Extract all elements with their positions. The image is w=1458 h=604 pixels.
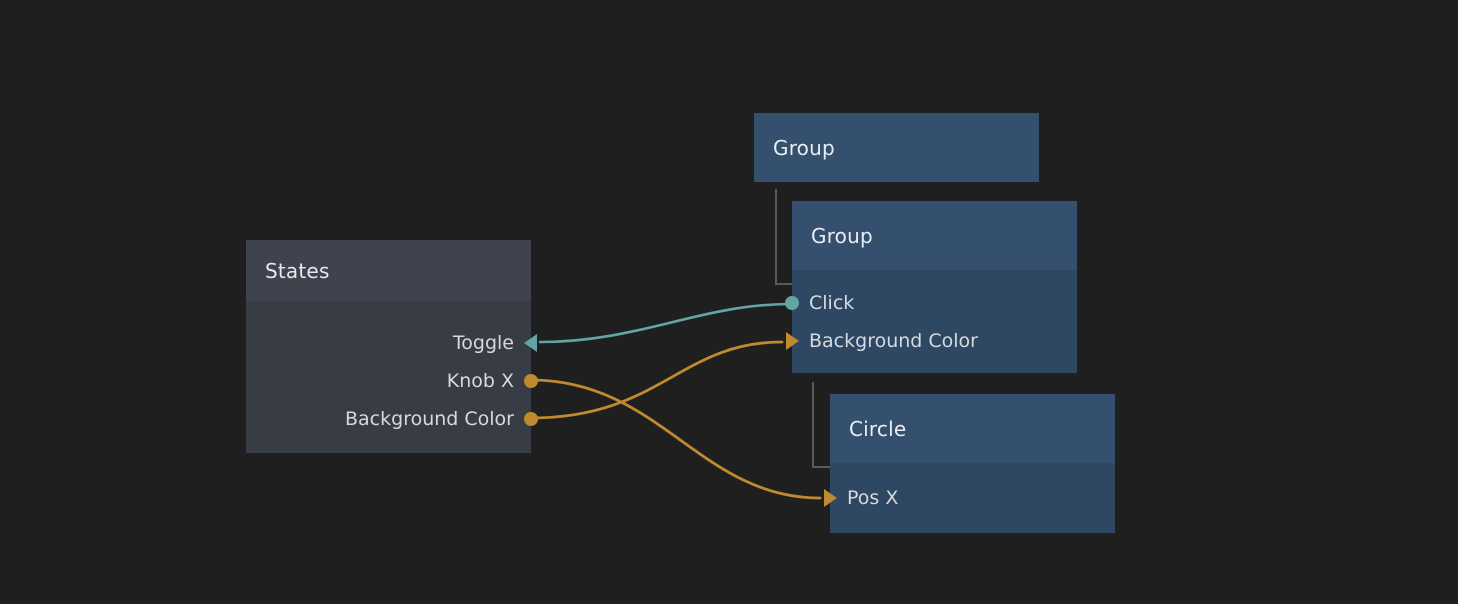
port-group-child-click-label: Click [809,292,855,314]
node-group-child-header[interactable]: Group [792,201,1077,270]
port-arrow-right-icon[interactable] [824,489,837,507]
port-group-child-click[interactable]: Click [785,292,855,314]
port-states-background-color-label: Background Color [345,408,514,430]
wire-path-bgcolor-to-bgcolor [529,340,784,420]
port-states-toggle-label: Toggle [452,332,514,354]
node-circle-title: Circle [849,416,907,441]
port-group-child-background-color[interactable]: Background Color [786,330,978,352]
port-dot-icon[interactable] [524,374,538,388]
port-circle-pos-x[interactable]: Pos X [824,487,899,509]
node-group-child[interactable]: Group Click Background Color [785,201,1077,373]
node-group-child-title: Group [811,223,873,248]
node-states-header[interactable]: States [246,240,531,301]
port-dot-icon[interactable] [524,412,538,426]
port-states-knob-x-label: Knob X [446,370,514,392]
port-states-knob-x[interactable]: Knob X [446,370,538,392]
node-circle-header[interactable]: Circle [830,394,1115,463]
node-circle[interactable]: Circle Pos X [824,394,1115,533]
port-states-background-color[interactable]: Background Color [345,408,538,430]
port-group-child-background-color-label: Background Color [809,330,978,352]
port-arrow-right-icon[interactable] [786,332,799,350]
wire-knobx-to-posx[interactable] [529,378,822,500]
node-states-title: States [265,258,330,283]
node-circle-body: Pos X [824,463,1115,533]
wire-path-knobx-to-posx [529,378,822,500]
tree-connector-group-child-to-circle [812,382,832,468]
node-group-root-header[interactable]: Group [754,113,1039,182]
node-states-body: Toggle Knob X Background Color [246,301,538,453]
node-group-root[interactable]: Group [754,113,1039,182]
wire-path-click-to-toggle [538,302,793,344]
port-circle-pos-x-label: Pos X [847,487,899,509]
node-states[interactable]: States Toggle Knob X Background Color [246,240,538,453]
tree-connector-group-root-to-group-child [775,189,794,285]
port-dot-icon[interactable] [785,296,799,310]
wire-bgcolor-to-bgcolor[interactable] [529,340,784,420]
port-states-toggle[interactable]: Toggle [452,332,537,354]
wire-click-to-toggle[interactable] [538,302,793,344]
port-arrow-left-icon[interactable] [524,334,537,352]
node-group-child-body: Click Background Color [785,270,1077,373]
node-group-root-title: Group [773,135,835,160]
